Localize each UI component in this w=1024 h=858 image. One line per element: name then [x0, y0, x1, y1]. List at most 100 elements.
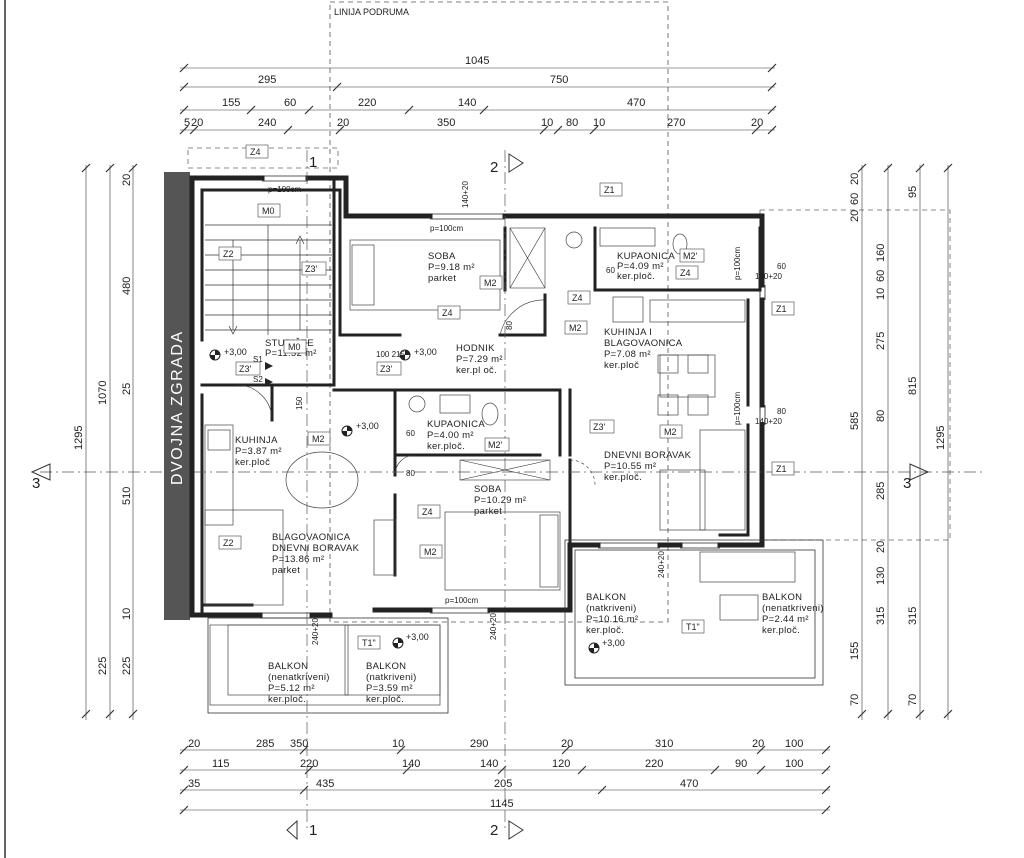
svg-text:Z4: Z4 [442, 308, 453, 318]
tag-m2-d: M2 [659, 424, 683, 439]
dim-bot-r1-6: 310 [655, 738, 673, 750]
section-line-3: 3 3 [30, 463, 985, 492]
svg-text:P=5.12 m²: P=5.12 m² [268, 683, 315, 694]
room-balkon-d: BALKON (nenatkriveni) P=2.44 m² ker.ploč… [762, 592, 824, 636]
note-240-20-b: 240+20 [489, 613, 498, 640]
svg-text:Z3': Z3' [239, 364, 252, 374]
dim-bot-total: 1145 [490, 798, 514, 810]
dims-left: 1295 1070 225 20 480 25 510 10 225 [73, 174, 133, 675]
dim-left-in-5: 225 [121, 657, 133, 675]
basement-line-label: LINIJA PODRUMA [334, 7, 409, 17]
svg-text:Z3': Z3' [593, 422, 606, 432]
shared-wall: DVOJNA ZGRADA [164, 172, 190, 620]
tag-z4-a: Z4 [245, 144, 269, 159]
svg-text:P=7.08 m²: P=7.08 m² [604, 349, 651, 360]
section-2-top: 2 [490, 159, 498, 176]
dim-top-r4-4: 350 [437, 117, 455, 129]
dim-right-in-11: 130 [875, 567, 887, 585]
dim-left-mid-225: 225 [97, 657, 109, 675]
dim-bot-r3-0: 35 [188, 778, 200, 790]
dim-bot-r2-5: 220 [645, 758, 663, 770]
dim-bot-r2-6: 90 [735, 758, 747, 770]
dim-bot-r1-2: 350 [290, 738, 308, 750]
tag-m0-a: M0 [257, 203, 281, 218]
room-kupaonica-2: KUPAONICA P=4.00 m² ker.ploč. [427, 419, 485, 452]
dims-right: 1295 95 815 20 60 20 160 60 10 275 80 58… [849, 173, 947, 706]
level-marker-2: +3,00 [399, 347, 437, 361]
svg-text:(nenatkriveni): (nenatkriveni) [762, 603, 824, 614]
svg-text:M2: M2 [312, 434, 325, 444]
svg-text:ker.ploč.: ker.ploč. [586, 625, 624, 636]
section-3-right: 3 [903, 475, 911, 492]
dim-top-r3-3: 140 [458, 97, 476, 109]
svg-text:ker.ploč.: ker.ploč. [366, 694, 404, 705]
svg-text:P=9.18 m²: P=9.18 m² [428, 262, 475, 273]
svg-text:Z1: Z1 [776, 304, 787, 314]
section-1-top: 1 [309, 154, 317, 171]
dim-bot-r2-0: 115 [212, 758, 230, 770]
dim-right-in2-3: 70 [907, 694, 919, 706]
dim-bot-r2-1: 220 [300, 758, 318, 770]
dim-right-in-8: 585 [849, 412, 861, 430]
dim-top-r4-8: 270 [667, 117, 685, 129]
note-140-20-b: 140+20 [755, 417, 782, 426]
level-marker-3: +3,00 [341, 421, 379, 437]
tag-m2-b: M2 [564, 320, 588, 335]
dim-top-r4-1: 20 [191, 117, 203, 129]
dim-bot-r1-1: 285 [256, 738, 274, 750]
dim-top-r4-7: 10 [593, 117, 605, 129]
svg-text:T1": T1" [362, 638, 376, 648]
tag-z3p-d: Z3' [589, 419, 615, 434]
svg-text:BALKON: BALKON [586, 592, 626, 603]
tag-z4-e: Z4 [417, 504, 441, 519]
svg-text:M2: M2 [569, 323, 582, 333]
dim-right-in-5: 10 [875, 288, 887, 300]
svg-text:(natkriveni): (natkriveni) [586, 603, 637, 614]
dim-bot-r3-2: 205 [494, 778, 512, 790]
section-1-bottom: 1 [309, 822, 317, 839]
tag-t1-b: T1" [681, 619, 705, 634]
svg-text:Z4: Z4 [250, 147, 261, 157]
room-labels: STUBIŠTE P=11.52 m² SOBA P=9.18 m² parke… [235, 251, 824, 705]
dim-bot-r1-8: 100 [785, 738, 803, 750]
svg-text:(natkriveni): (natkriveni) [366, 672, 417, 683]
dim-top-r3-0: 155 [222, 97, 240, 109]
dim-bot-r2-2: 140 [402, 758, 420, 770]
level-marker-4: +3,00 [392, 632, 429, 649]
tag-z3p-b: Z3' [235, 361, 261, 376]
basement-line: LINIJA PODRUMA [329, 1, 669, 623]
room-dnevni-boravak: DNEVNI BORAVAK P=10.55 m² ker.ploč. [604, 450, 691, 483]
notes: p=100cm p=100cm p=100cm 140+20 140+20 60… [253, 181, 786, 645]
dim-right-in-6: 275 [875, 332, 887, 350]
dim-left-outer: 1295 [73, 426, 85, 450]
note-80-b: 80 [406, 469, 415, 478]
room-blagovaonica-dnevni: BLAGOVAONICA DNEVNI BORAVAK P=13.86 m² p… [272, 532, 359, 576]
dim-bot-r2-3: 140 [480, 758, 498, 770]
dimension-ticks [81, 63, 953, 815]
tag-m2p-a: M2' [679, 248, 705, 263]
svg-text:Z1: Z1 [776, 464, 787, 474]
dim-top-r3-4: 470 [627, 97, 645, 109]
dim-left-mid: 1070 [97, 381, 109, 405]
svg-text:SOBA: SOBA [428, 251, 456, 262]
note-60-a: 60 [606, 266, 615, 275]
dim-right-in-0: 20 [849, 173, 861, 185]
shared-wall-label: DVOJNA ZGRADA [169, 330, 186, 485]
section-line-2: 2 2 [490, 150, 524, 840]
svg-text:BLAGOVAONICA: BLAGOVAONICA [604, 338, 683, 349]
svg-text:+3,00: +3,00 [406, 632, 429, 642]
dim-bot-r3-3: 470 [680, 778, 698, 790]
dim-top-r2-1: 750 [550, 74, 568, 86]
svg-text:P=10.29 m²: P=10.29 m² [474, 495, 526, 506]
svg-text:Z2: Z2 [223, 538, 234, 548]
dim-top-r4-3: 20 [337, 117, 349, 129]
room-balkon-c: BALKON (natkriveni) P=10.16 m² ker.ploč. [586, 592, 638, 636]
balconies [207, 539, 824, 714]
tag-t1-a: T1" [357, 635, 381, 650]
svg-text:Z2: Z2 [223, 249, 234, 259]
svg-text:M2: M2 [484, 278, 497, 288]
svg-text:ker.ploč.: ker.ploč. [268, 694, 306, 705]
note-240-20-a: 240+20 [311, 618, 320, 645]
note-s1: S1 [253, 355, 263, 364]
